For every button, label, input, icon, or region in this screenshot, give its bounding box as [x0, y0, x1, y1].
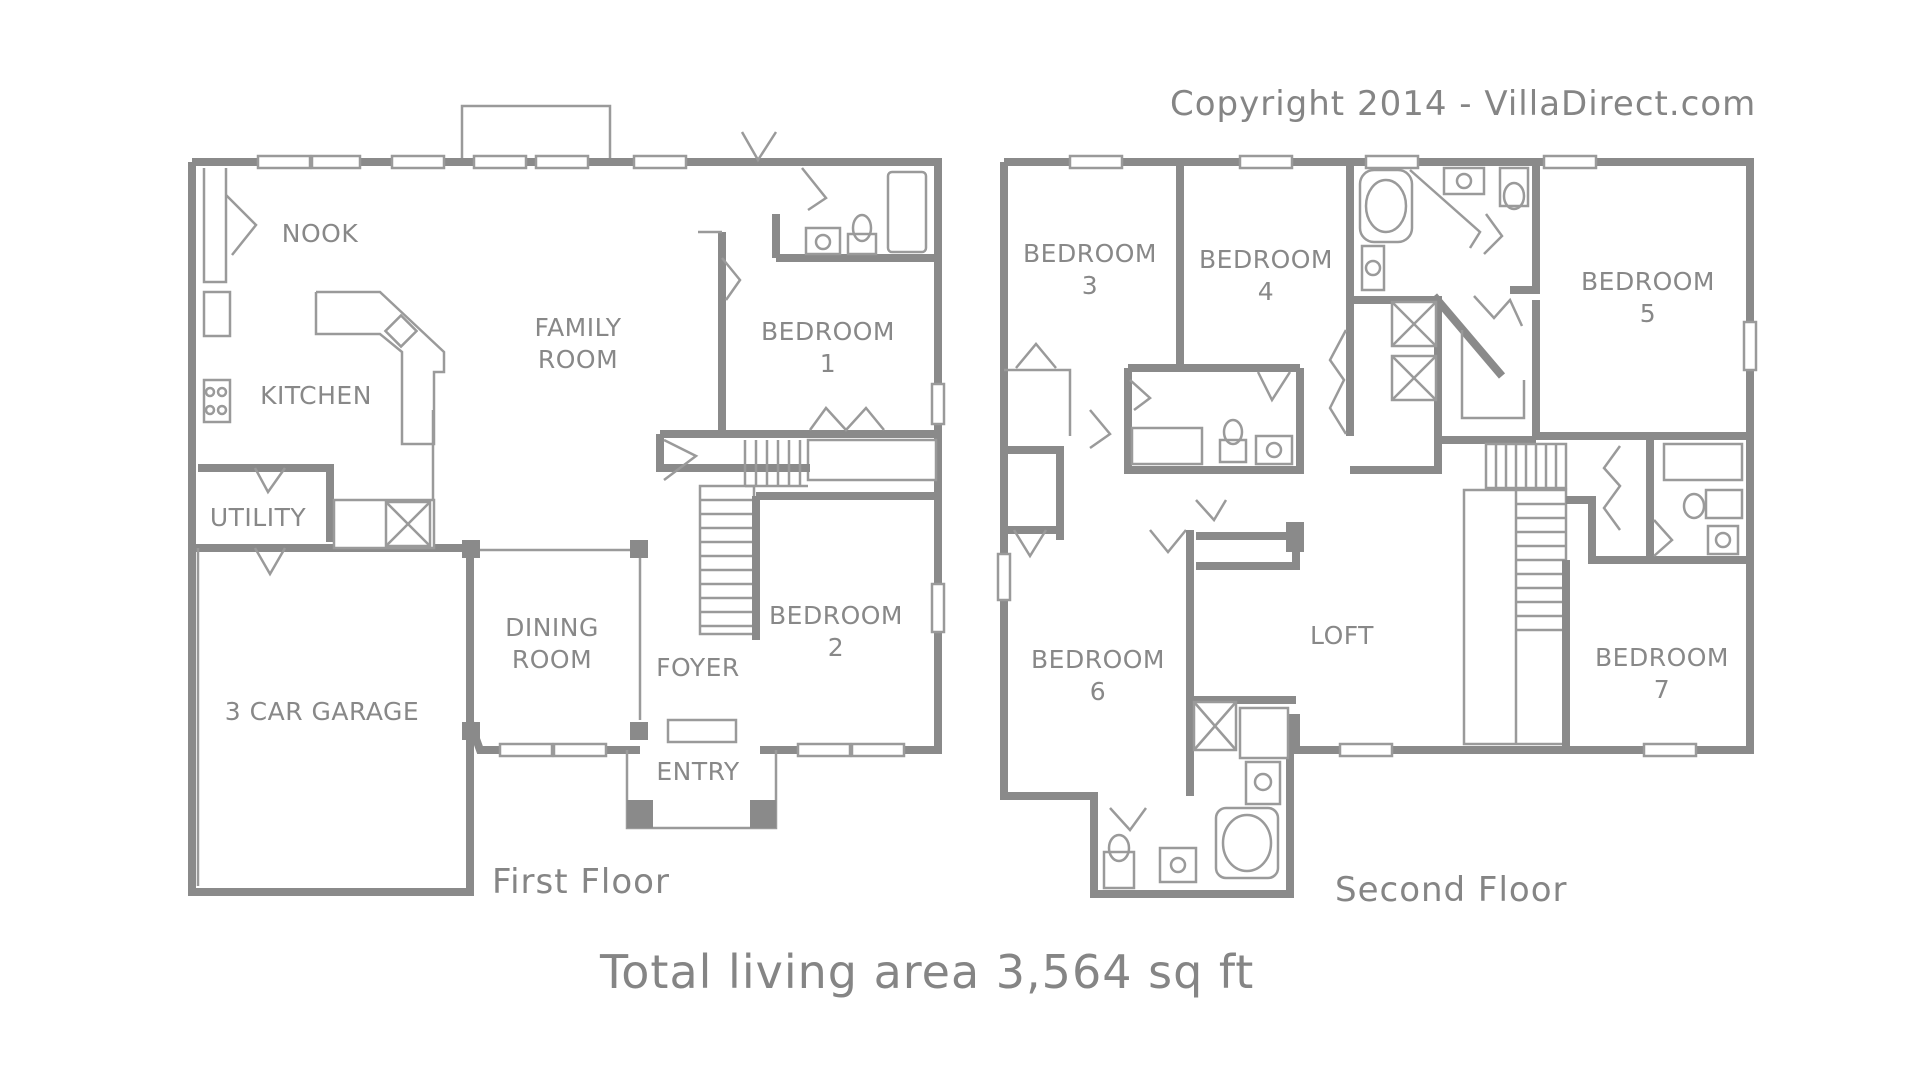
label-bedroom-1-line1: BEDROOM: [761, 317, 895, 346]
label-utility: UTILITY: [210, 503, 307, 532]
label-bedroom-6-line1: BEDROOM: [1031, 645, 1165, 674]
label-bedroom-5-line1: BEDROOM: [1581, 267, 1715, 296]
label-garage: 3 CAR GARAGE: [225, 697, 419, 726]
label-kitchen: KITCHEN: [260, 381, 372, 410]
second-floor-plan: [996, 154, 1758, 898]
label-bedroom-7-line1: BEDROOM: [1595, 643, 1729, 672]
label-bedroom-3-line2: 3: [1082, 271, 1098, 300]
label-loft: LOFT: [1310, 621, 1374, 650]
label-bedroom-3-line1: BEDROOM: [1023, 239, 1157, 268]
second-floor-caption: Second Floor: [1335, 870, 1568, 910]
label-nook: NOOK: [282, 219, 359, 248]
label-bedroom-4-line2: 4: [1258, 277, 1274, 306]
first-floor-caption: First Floor: [492, 862, 670, 902]
label-foyer: FOYER: [656, 653, 740, 682]
total-living-area: Total living area 3,564 sq ft: [600, 945, 1255, 999]
label-bedroom-1-line2: 1: [820, 349, 836, 378]
label-dining-room-line1: DINING: [505, 613, 599, 642]
label-bedroom-4-line1: BEDROOM: [1199, 245, 1333, 274]
room-labels: NOOK FAMILY ROOM KITCHEN BEDROOM 1 UTILI…: [210, 219, 1729, 786]
first-floor-plan: [188, 104, 946, 896]
label-bedroom-2-line1: BEDROOM: [769, 601, 903, 630]
label-entry: ENTRY: [656, 757, 740, 786]
label-bedroom-7-line2: 7: [1654, 675, 1670, 704]
label-bedroom-5-line2: 5: [1640, 299, 1656, 328]
label-family-room-line2: ROOM: [538, 345, 618, 374]
copyright-notice: Copyright 2014 - VillaDirect.com: [1170, 84, 1757, 124]
label-family-room-line1: FAMILY: [534, 313, 621, 342]
label-bedroom-6-line2: 6: [1090, 677, 1106, 706]
label-dining-room-line2: ROOM: [512, 645, 592, 674]
label-bedroom-2-line2: 2: [828, 633, 844, 662]
